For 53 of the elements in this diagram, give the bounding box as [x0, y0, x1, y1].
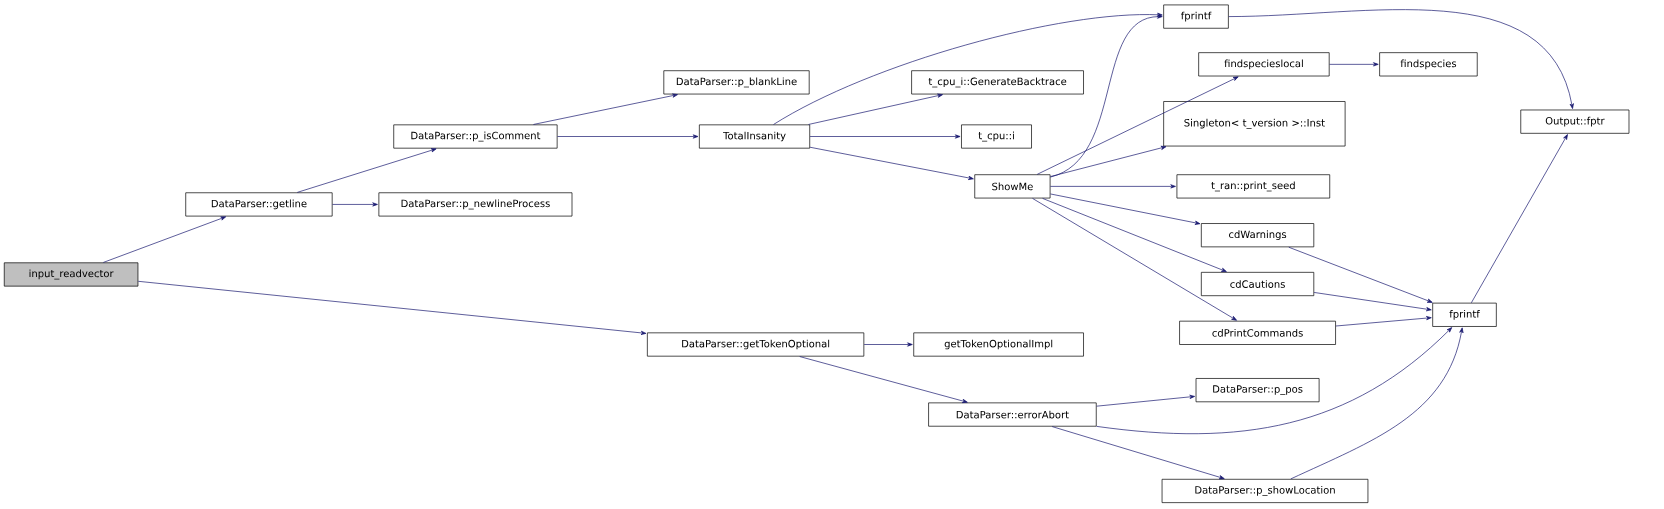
function-box: t_cpu_i::GenerateBacktrace	[911, 70, 1084, 95]
function-box: input_readvector	[3, 262, 139, 287]
arrow	[1096, 394, 1195, 407]
arrow	[1050, 145, 1167, 177]
arrow	[809, 134, 961, 139]
function-box: findspecieslocal	[1198, 52, 1330, 77]
arrow	[1042, 198, 1227, 272]
arrow	[557, 134, 699, 139]
function-box: DataParser::errorAbort	[928, 402, 1097, 427]
arrow	[1050, 14, 1163, 178]
arrow	[1032, 198, 1237, 321]
arrow	[773, 12, 1163, 125]
function-box: DataParser::p_isComment	[393, 124, 558, 149]
function-box: DataParser::getTokenOptional	[647, 332, 865, 357]
arrow	[1288, 246, 1433, 303]
function-box: DataParser::p_showLocation	[1161, 478, 1369, 503]
arrow	[863, 342, 913, 347]
function-box: findspecies	[1379, 52, 1478, 77]
arrow	[1471, 134, 1568, 304]
arrow	[296, 148, 437, 193]
arrow	[1335, 316, 1432, 327]
arrow	[1051, 426, 1225, 480]
arrow	[1313, 292, 1432, 312]
arrow	[1329, 62, 1379, 67]
arrow	[1050, 184, 1176, 189]
function-box: DataParser::p_newlineProcess	[378, 192, 573, 217]
function-box: ShowMe	[974, 174, 1051, 199]
function-box: DataParser::p_blankLine	[663, 70, 810, 95]
arrow	[1096, 327, 1453, 435]
arrow	[137, 280, 647, 335]
arrow	[1228, 9, 1574, 109]
function-box: TotalInsanity	[699, 124, 811, 149]
function-box: DataParser::p_pos	[1195, 378, 1320, 403]
arrow	[1036, 76, 1239, 175]
function-box: cdPrintCommands	[1179, 320, 1336, 345]
function-box: fprintf	[1163, 4, 1229, 29]
function-box: Singleton< t_version >::Inst	[1163, 101, 1346, 147]
arrow	[103, 216, 227, 263]
arrow	[809, 146, 974, 180]
function-box: fprintf	[1432, 302, 1497, 327]
function-box: t_ran::print_seed	[1176, 174, 1331, 199]
arrow	[1290, 327, 1464, 480]
arrow	[799, 356, 968, 403]
arrow	[533, 93, 678, 125]
function-box: t_cpu::i	[961, 124, 1032, 149]
function-box: cdWarnings	[1200, 223, 1315, 248]
function-box: cdCautions	[1200, 272, 1315, 297]
function-box: getTokenOptionalImpl	[913, 332, 1084, 357]
arrow	[1050, 193, 1201, 225]
function-box: Output::fptr	[1520, 109, 1630, 134]
arrow	[808, 93, 943, 125]
arrow	[332, 202, 378, 207]
function-box: DataParser::getline	[185, 192, 333, 217]
